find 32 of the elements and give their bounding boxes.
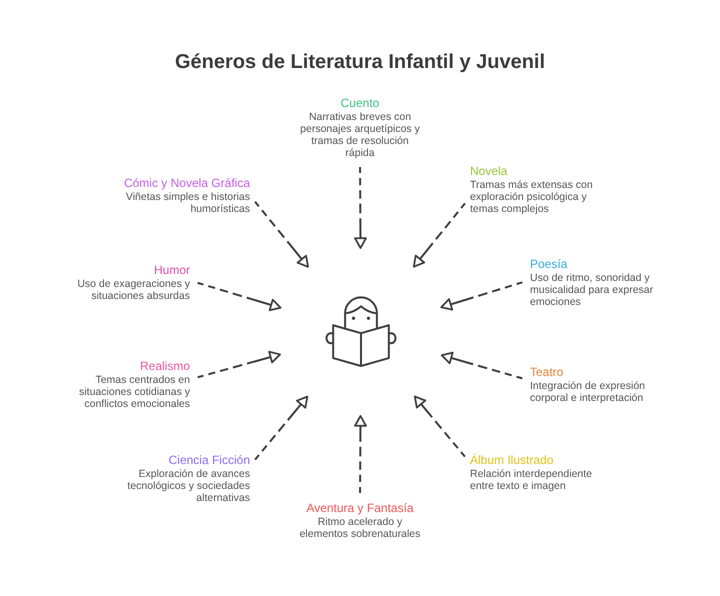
- genre-description: Temas centrados en situaciones cotidianas y conflictos emocionales: [78, 374, 190, 410]
- genre-title: Poesía: [530, 257, 568, 271]
- genre-description: Uso de ritmo, sonoridad y musicalidad para expresar emociones: [530, 272, 654, 308]
- genre-description: Narrativas breves con personajes arquetípicos y tramas de resolución rápida: [299, 111, 421, 159]
- genre-title: Ciencia Ficción: [168, 453, 250, 467]
- dashed-arrow: [197, 282, 282, 312]
- genre-description: Exploración de avances tecnológicos y sociedades alternativas: [126, 468, 250, 504]
- dashed-arrow: [440, 281, 523, 311]
- genre-description: Viñetas simples e historias humorísticas: [124, 191, 250, 215]
- reading-person-icon: [325, 296, 397, 368]
- genre-title: Cómic y Novela Gráfica: [124, 176, 250, 190]
- diagram-title: Géneros de Literatura Infantil y Juvenil: [174, 50, 546, 75]
- genre-title: Álbum Ilustrado: [470, 453, 554, 467]
- dashed-arrow: [254, 396, 308, 460]
- genre-title: Cuento: [340, 96, 380, 110]
- dashed-arrow: [414, 396, 466, 458]
- genre-title: Novela: [470, 164, 508, 178]
- dashed-arrow: [197, 350, 281, 378]
- dashed-arrow: [254, 201, 309, 268]
- genre-title: Humor: [154, 263, 190, 277]
- genre-title: Realismo: [140, 359, 190, 373]
- genre-description: Ritmo acelerado y elementos sobrenaturales: [298, 516, 422, 540]
- dashed-arrow: [440, 352, 523, 380]
- genre-description: Uso de exageraciones y situaciones absurdas: [76, 278, 190, 302]
- dashed-arrow: [412, 202, 466, 268]
- genre-title: Teatro: [530, 365, 564, 379]
- dashed-arrow: [354, 167, 367, 249]
- genre-title: Aventura y Fantasía: [306, 501, 414, 515]
- genre-description: Relación interdependiente entre texto e imagen: [470, 468, 594, 492]
- genre-description: Integración de expresión corporal e interpretación: [530, 380, 646, 404]
- genre-description: Tramas más extensas con exploración psicológica y temas complejos: [470, 179, 594, 215]
- dashed-arrow: [354, 415, 367, 493]
